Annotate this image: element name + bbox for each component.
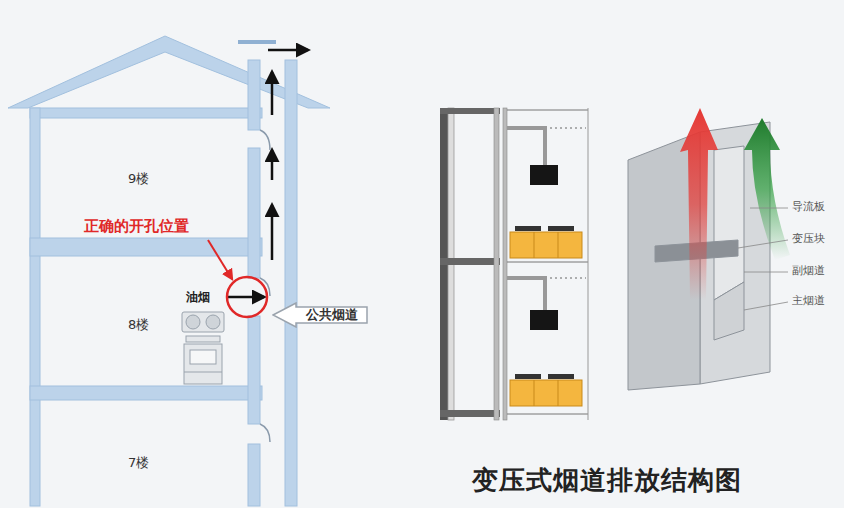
opening-circle <box>208 240 232 279</box>
building-section <box>285 60 297 506</box>
cabinet <box>534 380 535 406</box>
cabinet <box>558 380 559 406</box>
floor-label: 7楼 <box>128 456 149 471</box>
exhaust-duct <box>507 128 545 310</box>
airflow-arrow <box>744 118 790 260</box>
pointer-text: 公共烟道 <box>306 306 358 324</box>
building-section <box>8 36 330 506</box>
cabinet <box>510 380 582 406</box>
building-section <box>248 148 260 278</box>
building-section <box>248 444 260 506</box>
airflow-arrow <box>680 108 718 300</box>
cabinet <box>510 226 582 406</box>
smoke-label: 油烟 <box>186 291 210 305</box>
cabinet <box>548 226 574 231</box>
leader-line <box>744 272 788 273</box>
flow-arrow <box>271 205 274 260</box>
leader-line <box>738 240 788 248</box>
flow-arrow <box>271 72 274 115</box>
building-section <box>30 238 262 256</box>
leader-line <box>750 208 788 209</box>
range-hood-stove <box>184 372 222 373</box>
opening-circle <box>208 240 267 317</box>
pointer-box: 公共烟道 <box>272 302 368 328</box>
cabinet <box>558 232 559 258</box>
range-hood-stove <box>186 315 200 329</box>
cabinet <box>515 226 541 231</box>
wall-section <box>588 108 589 420</box>
exhaust-duct <box>507 128 545 165</box>
cabinet <box>534 232 535 258</box>
floor-label: 9楼 <box>128 172 149 187</box>
flue-structure <box>714 146 744 300</box>
leader-line <box>744 302 788 310</box>
diagram-title: 变压式烟道排放结构图 <box>472 466 742 496</box>
exhaust-duct <box>507 278 545 310</box>
range-hood <box>530 310 558 330</box>
range-hood-stove <box>206 315 220 329</box>
wall-section <box>507 262 588 263</box>
cabinet <box>515 374 541 379</box>
part-label: 主烟道 <box>792 295 825 308</box>
wall-section <box>507 414 588 415</box>
cabinet <box>510 232 582 258</box>
part-label: 变压块 <box>792 233 825 246</box>
baffle <box>260 424 270 442</box>
dotted-line <box>550 278 586 279</box>
part-label: 导流板 <box>792 201 825 214</box>
wall-section <box>440 108 588 420</box>
wall-section <box>440 258 500 265</box>
cabinet <box>548 374 574 379</box>
range-hood-stove <box>182 312 224 332</box>
flow-arrow <box>228 50 308 297</box>
range-hood-stove <box>182 312 224 384</box>
airflow-arrow <box>680 108 790 300</box>
leader-line <box>738 208 788 310</box>
wall-section <box>440 410 500 417</box>
wall-section <box>503 108 507 420</box>
building-section <box>30 108 40 506</box>
building-section <box>30 108 262 118</box>
floor-label: 8楼 <box>128 318 149 333</box>
flow-arrow <box>271 150 274 180</box>
building-section <box>8 36 330 108</box>
wall-section <box>494 108 499 420</box>
range-hood-stove <box>186 336 220 342</box>
part-label: 副烟道 <box>792 265 825 278</box>
wall-section <box>507 110 588 111</box>
building-section <box>248 60 260 130</box>
building-section <box>248 316 260 424</box>
flue-cap <box>238 42 276 43</box>
callout-text: 正确的开孔位置 <box>84 218 189 235</box>
range-hood-stove <box>190 350 216 364</box>
opening-circle <box>227 277 267 317</box>
dotted-line <box>550 128 586 129</box>
range-hood <box>530 165 558 185</box>
flue-cap <box>238 40 276 44</box>
baffle <box>260 130 270 150</box>
wall-section <box>440 108 500 114</box>
flue-structure <box>714 282 744 340</box>
flow-arrow <box>268 49 308 52</box>
building-section <box>30 386 262 400</box>
pointer-outline <box>273 303 367 327</box>
range-hood-stove <box>184 344 222 384</box>
flow-arrow <box>228 296 264 299</box>
